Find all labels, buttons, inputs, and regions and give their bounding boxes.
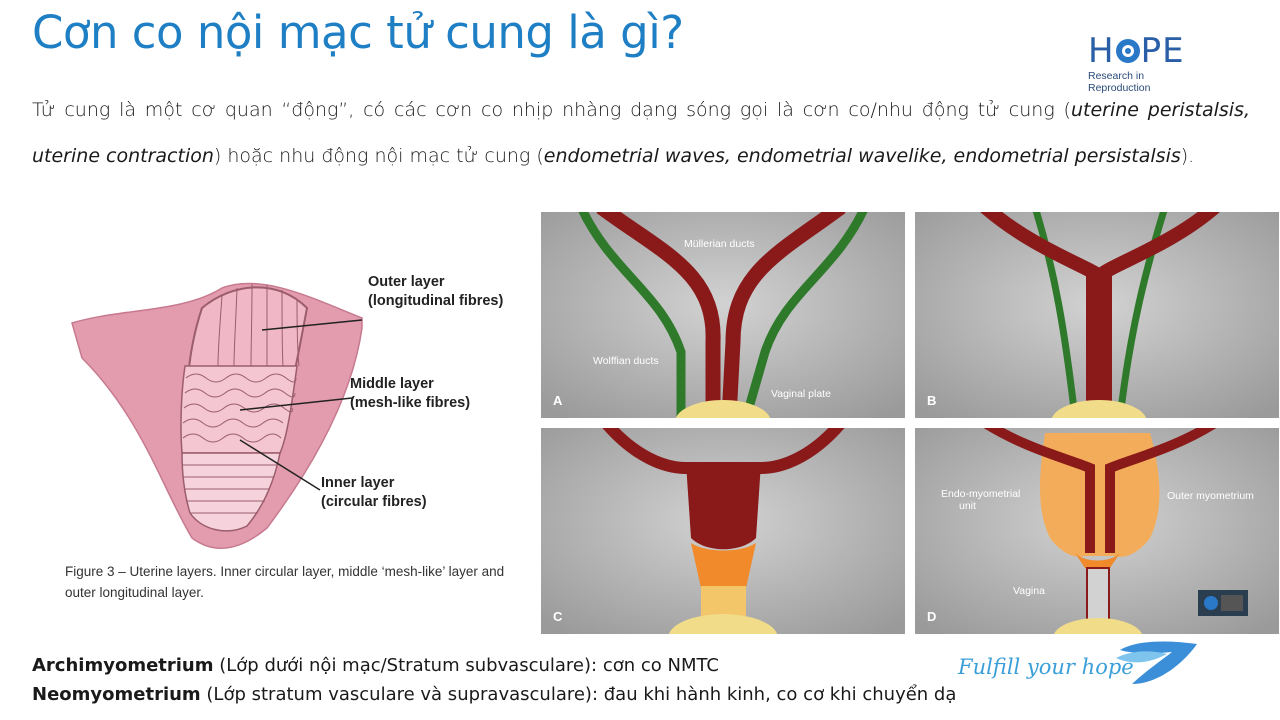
inner-layer <box>181 452 281 532</box>
panel-d-illustration <box>915 428 1279 634</box>
outer-pointer-line <box>261 319 363 331</box>
endo-myometrial-line1: Endo-myometrial <box>941 488 1021 500</box>
footer-line-archimyometrium: Archimyometrium (Lớp dưới nội mạc/Stratu… <box>32 651 956 680</box>
footer-notes: Archimyometrium (Lớp dưới nội mạc/Stratu… <box>32 651 956 709</box>
hope-logo: H PE Research in Reproduction <box>1088 31 1204 94</box>
panel-d-letter: D <box>927 609 937 624</box>
inner-layer-label: Inner layer (circular fibres) <box>321 474 427 512</box>
intro-italic-2: endometrial waves, endometrial wavelike,… <box>543 145 1181 167</box>
endo-myometrial-line2: unit <box>959 500 976 512</box>
panel-b-letter: B <box>927 393 937 408</box>
embryo-panel-a: Müllerian ducts Wolffian ducts Vaginal p… <box>541 212 905 418</box>
middle-layer-label: Middle layer (mesh-like fibres) <box>350 375 470 413</box>
neomyometrium-desc: (Lớp stratum vasculare và supravasculare… <box>200 684 957 705</box>
mesh-fibres <box>182 373 297 443</box>
embryo-panel-c: C <box>541 428 905 634</box>
figure-caption: Figure 3 – Uterine layers. Inner circula… <box>65 564 505 600</box>
circular-fibres <box>183 464 277 514</box>
outer-layer-title: Outer layer <box>368 274 445 290</box>
inner-pointer-line <box>239 439 321 491</box>
neomyometrium-term: Neomyometrium <box>32 684 201 705</box>
intro-text-1: Tử cung là một cơ quan “động”, có các cơ… <box>32 99 1071 121</box>
archimyometrium-term: Archimyometrium <box>32 655 214 676</box>
panel-a-letter: A <box>553 393 563 408</box>
intro-text-3: ). <box>1180 145 1195 167</box>
longitudinal-fibres <box>217 283 300 367</box>
vaginal-plate-label: Vaginal plate <box>771 388 831 400</box>
intro-text-2: ) hoặc nhu động nội mạc tử cung ( <box>213 145 544 167</box>
uterine-layers-figure: Outer layer (longitudinal fibres) Middle … <box>62 268 522 608</box>
wolffian-ducts-label: Wolffian ducts <box>593 355 659 367</box>
slide-title: Cơn co nội mạc tử cung là gì? <box>32 6 684 59</box>
logo-subtitle: Research in Reproduction <box>1088 70 1151 94</box>
panel-c-letter: C <box>553 609 563 624</box>
slogan-text: Fulfill your hope <box>958 655 1134 679</box>
intro-paragraph: Tử cung là một cơ quan “động”, có các cơ… <box>32 87 1250 179</box>
leaf-logo-icon <box>1116 641 1197 684</box>
archimyometrium-desc: (Lớp dưới nội mạc/Stratum subvasculare):… <box>213 655 719 676</box>
logo-letter-h: H <box>1088 31 1115 71</box>
middle-layer-desc: (mesh-like fibres) <box>350 395 471 411</box>
panel-c-illustration <box>541 428 905 634</box>
mullerian-ducts-label: Müllerian ducts <box>684 238 755 250</box>
middle-pointer-line <box>239 397 353 411</box>
logo-letters-pe: PE <box>1140 31 1185 71</box>
outer-layer-desc: (longitudinal fibres) <box>368 293 504 309</box>
vagina-label: Vagina <box>1013 585 1045 597</box>
outer-myometrium-label: Outer myometrium <box>1167 490 1254 502</box>
panel-b-illustration <box>915 212 1279 418</box>
inner-layer-title: Inner layer <box>321 475 395 491</box>
logo-eye-icon <box>1115 39 1140 63</box>
panel-a-illustration <box>541 212 905 418</box>
middle-layer <box>180 365 298 454</box>
uterus-diagram <box>71 282 363 549</box>
outer-layer-label: Outer layer (longitudinal fibres) <box>368 273 503 311</box>
middle-layer-title: Middle layer <box>350 376 434 392</box>
inner-layer-desc: (circular fibres) <box>321 494 427 510</box>
embryo-panel-b: B <box>915 212 1279 418</box>
footer-line-neomyometrium: Neomyometrium (Lớp stratum vasculare và … <box>32 680 956 709</box>
intro-italic-1: uterine peristalsis, uterine contraction <box>32 99 1250 167</box>
